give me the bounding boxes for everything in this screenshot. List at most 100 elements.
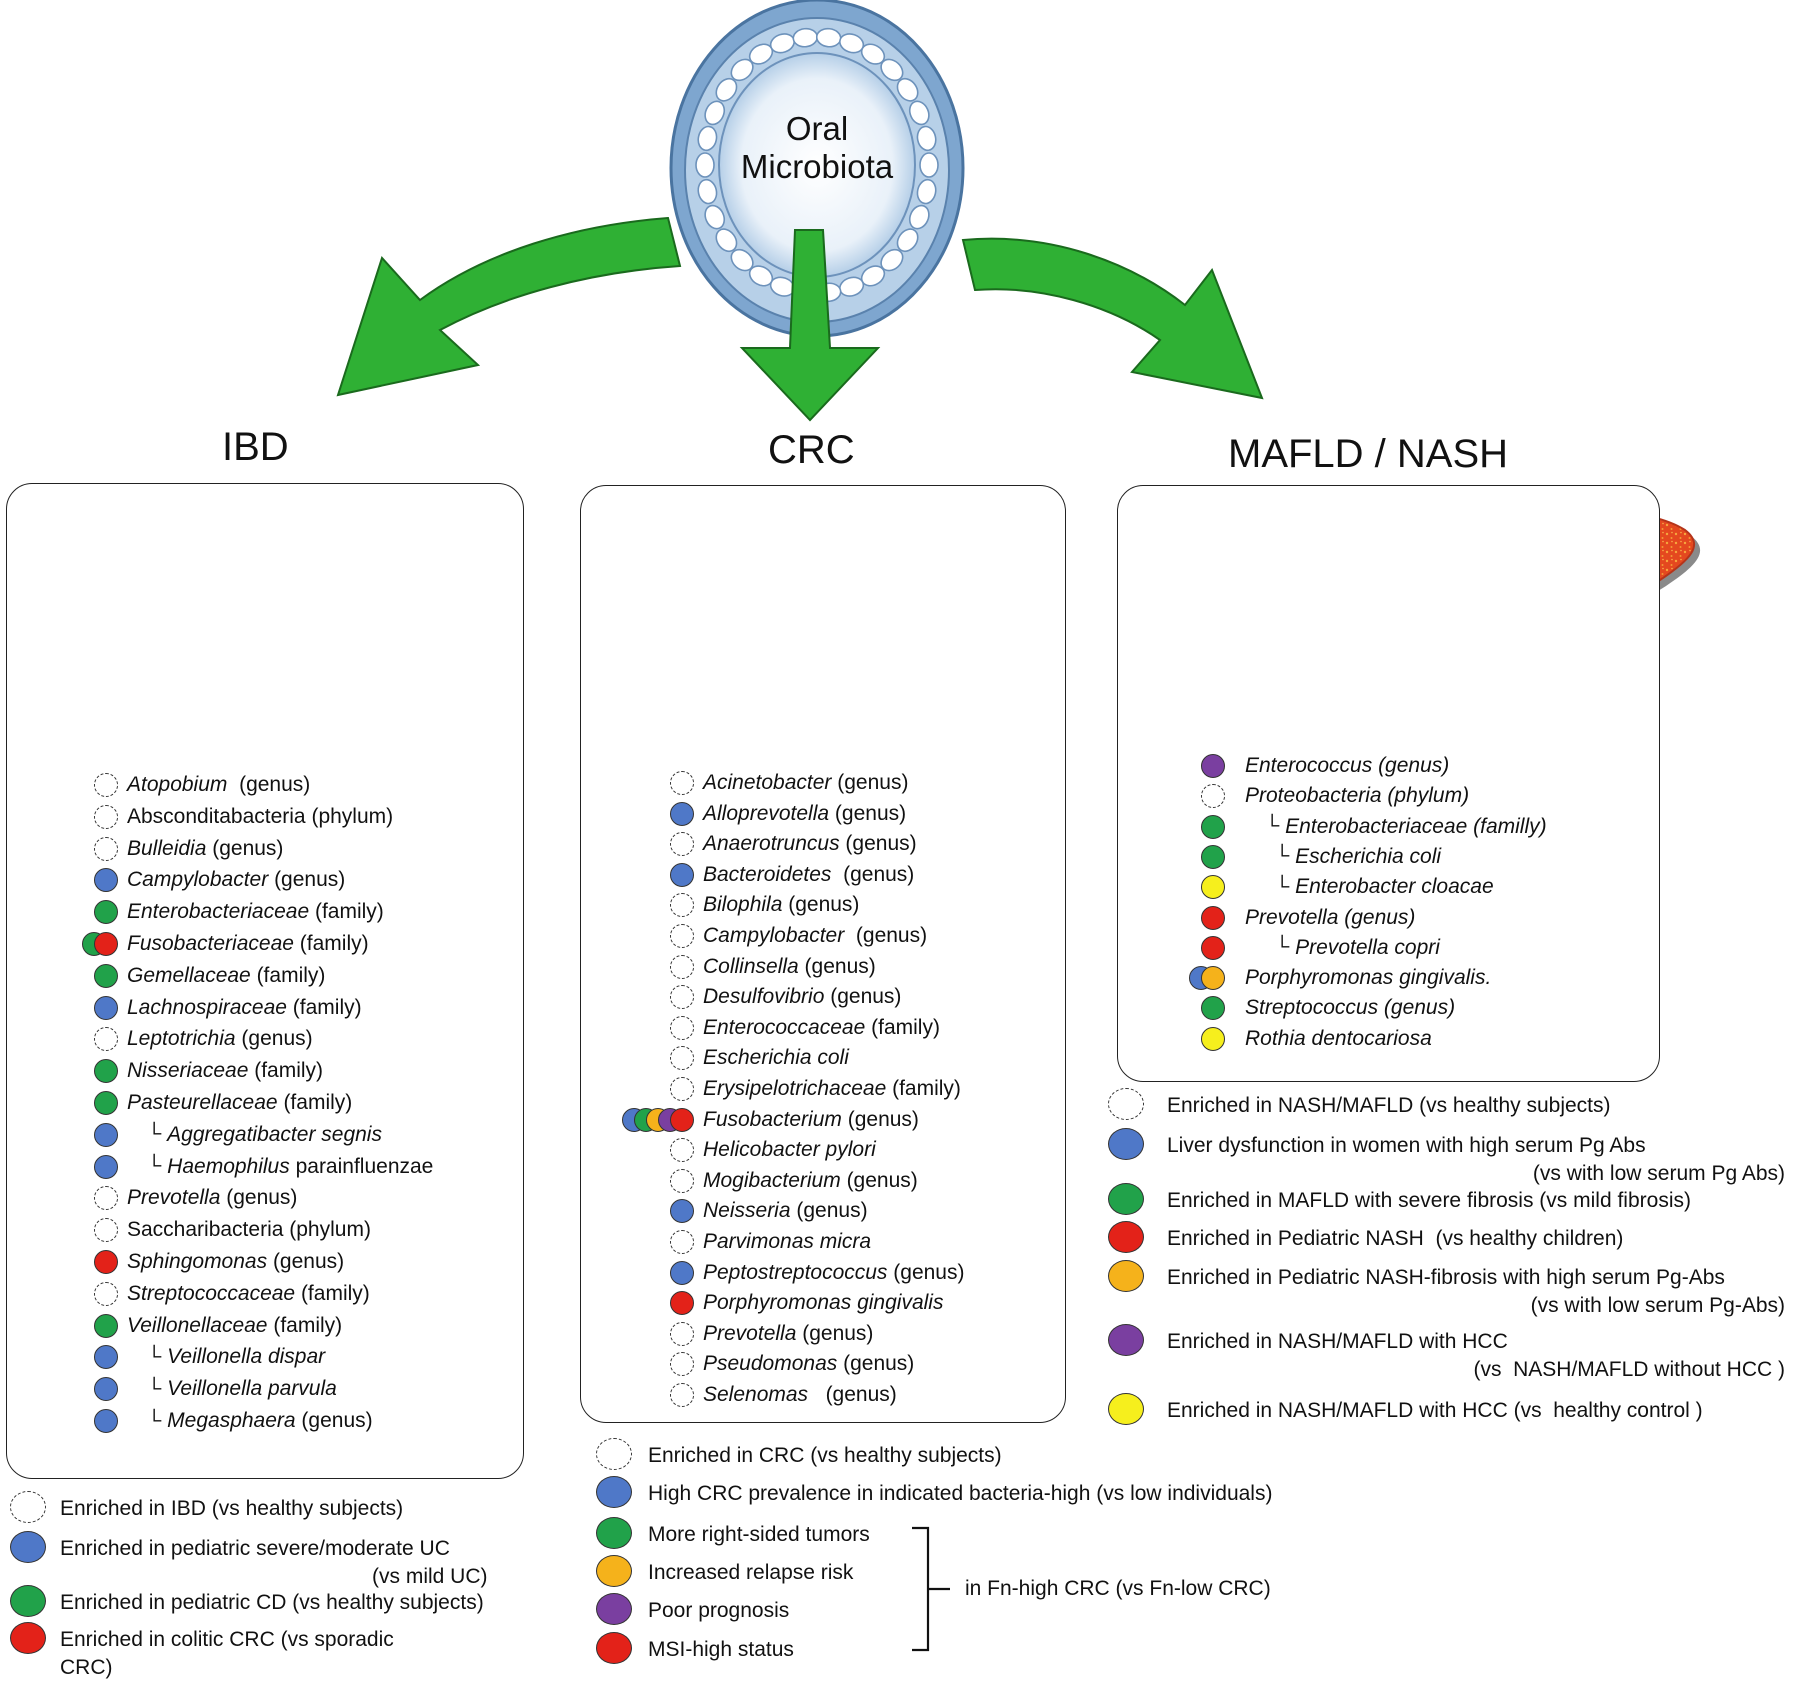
dashed-circle-icon [94,1186,118,1211]
legend-text: Enriched in CRC (vs healthy subjects) [648,1444,1002,1467]
taxon-rank: (family) [277,1091,353,1114]
crc-panel [580,485,1066,1423]
tooth-shape [908,100,930,126]
taxon-rank: (genus) [267,1250,345,1273]
taxon-name: Gemellaceae [127,963,251,987]
status-dots [94,1313,118,1340]
list-item: Helicobacter pylori [703,1135,876,1165]
taxon-name: Mogibacterium [703,1168,841,1192]
taxon-rank: (genus) [798,954,876,978]
dashed-circle-icon [670,1168,694,1193]
list-item: Erysipelotrichaceae (family) [703,1074,961,1104]
status-dots [1201,875,1225,901]
status-dots [670,1383,694,1409]
tooth-shape [715,77,738,102]
taxon-name: Porphyromonas gingivalis. [1245,966,1492,990]
taxon-name: Porphyromonas gingivalis [703,1291,944,1315]
branch-icon: └ [147,1123,162,1146]
blue-circle-icon [670,801,694,826]
legend-text: Poor prognosis [648,1599,790,1622]
legend-text: Enriched in NASH/MAFLD with HCC (vs heal… [1167,1399,1703,1422]
blue-circle-icon [94,1409,118,1433]
taxon-name: Megasphaera [167,1409,296,1432]
list-item: Parvimonas micra [703,1227,871,1257]
taxon-rank: (genus) [831,862,915,886]
branch-icon: └ [147,1377,162,1400]
list-item: Proteobacteria (phylum) [1245,781,1469,811]
dashed-circle-icon [670,1077,694,1101]
dashed-circle-icon [670,1321,694,1346]
legend-text: More right-sided tumors [648,1523,870,1546]
status-dots [670,771,694,797]
green-circle-icon [94,1091,118,1115]
taxon-rank: (genus) [844,924,928,947]
status-dots [1201,814,1225,841]
status-dots [670,1138,694,1164]
dashed-circle-icon [670,1046,694,1071]
branch-icon: └ [1275,936,1290,959]
taxon-rank: (genus) [235,1027,313,1051]
taxon-name: Prevotella [703,1321,797,1345]
list-item: Fusobacterium (genus) [703,1105,919,1135]
dashed-circle-icon [670,893,694,918]
status-dots [94,1154,118,1181]
taxon-name: Enterobacter cloacae [1295,875,1494,899]
status-dots [94,900,118,926]
status-dots [94,868,118,894]
red-circle-icon [94,932,118,956]
legend-text: (vs with low serum Pg Abs) [1532,1162,1785,1185]
taxon-name: Desulfovibrio [703,985,825,1009]
orange-circle-icon [1201,966,1225,991]
taxon-name: Selenomas [703,1383,809,1406]
tooth-shape [860,43,886,65]
dashed-circle-icon [670,1138,694,1163]
taxon-name: Veillonella parvula [167,1377,337,1401]
status-dots [1189,966,1225,992]
taxon-name: Acinetobacter [703,771,832,794]
green-circle-icon [10,1585,46,1617]
list-item: Bacteroidetes (genus) [703,860,914,890]
blue-circle-icon [670,862,694,887]
taxon-name: Streptococcaceae [127,1281,296,1305]
status-dots [1201,996,1225,1022]
status-dots [670,954,694,981]
status-dots [670,1015,694,1042]
list-item: Bulleidia (genus) [127,834,283,864]
taxon-rank: (family) [286,995,362,1019]
blue-circle-icon [10,1531,46,1563]
taxon-name: Streptococcus (genus) [1245,996,1456,1020]
status-dots [94,804,118,831]
taxon-rank: (genus) [841,1107,919,1131]
red-circle-icon [94,1250,118,1274]
legend-text: MSI-high status [648,1638,794,1661]
tooth-shape [919,152,939,178]
list-item: Sphingomonas (genus) [127,1247,344,1277]
status-dots [94,995,118,1022]
legend-text: (vs with low serum Pg-Abs) [1530,1294,1785,1317]
taxon-name: Sphingomonas [127,1250,268,1273]
list-item: Campylobacter (genus) [127,865,345,895]
green-circle-icon [1201,996,1225,1021]
taxon-name: Lachnospiraceae [127,995,287,1019]
list-item: └Enterobacteriaceae (familly) [1265,812,1547,842]
oral-label-line2: Microbiota [740,148,894,185]
dashed-circle-icon [670,771,694,795]
dashed-circle-icon [94,836,118,861]
taxon-name: Saccharibacteria [127,1218,284,1242]
list-item: Saccharibacteria (phylum) [127,1215,371,1245]
red-circle-icon [1201,935,1225,960]
blue-circle-icon [94,1122,118,1147]
branch-icon: └ [147,1409,162,1432]
arrow-to-crc [739,229,881,422]
red-circle-icon [596,1632,632,1664]
dashed-circle-icon [670,924,694,948]
list-item: Prevotella (genus) [703,1319,873,1349]
list-item: Gemellaceae (family) [127,961,325,991]
dashed-circle-icon [94,1218,118,1243]
taxon-name: Collinsella [703,954,799,978]
status-dots [1201,844,1225,871]
list-item: Mogibacterium (genus) [703,1166,918,1196]
taxon-rank: (family) [248,1059,324,1083]
taxon-name: Escherichia coli [1295,844,1442,868]
list-item: Neisseria (genus) [703,1196,868,1226]
